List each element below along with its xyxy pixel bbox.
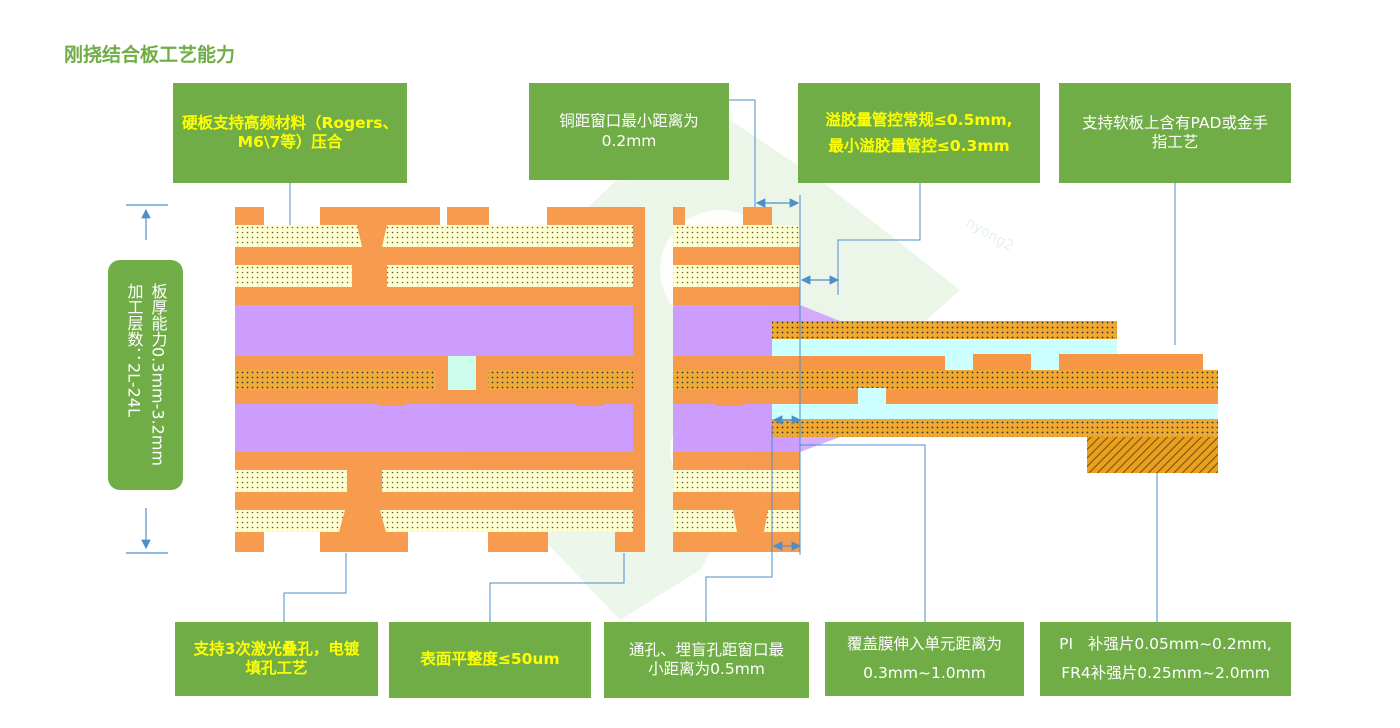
callout-line: 指工艺 xyxy=(1151,133,1199,151)
callout-stiffener-thickness: PI 补强片0.05mm~0.2mm, FR4补强片0.25mm~2.0mm xyxy=(1040,622,1291,696)
callout-copper-window-distance: 铜距窗口最小距离为 0.2mm xyxy=(529,83,729,180)
callout-line: 最小溢胶量管控≤0.3mm xyxy=(828,137,1010,155)
callout-line: 0.3mm~1.0mm xyxy=(863,664,986,682)
callout-line: FR4补强片0.25mm~2.0mm xyxy=(1061,664,1270,682)
callout-line: 溢胶量管控常规≤0.5mm, xyxy=(825,110,1013,129)
callout-line: 支持3次激光叠孔，电镀 xyxy=(193,639,360,658)
callout-line: 小距离为0.5mm xyxy=(648,660,765,678)
callout-glue-squeeze-out: 溢胶量管控常规≤0.5mm, 最小溢胶量管控≤0.3mm xyxy=(798,83,1040,183)
layer-count-text: 加工层数：2L-24L xyxy=(124,283,144,418)
callout-hole-window-distance: 通孔、埋盲孔距窗口最 小距离为0.5mm xyxy=(604,622,809,698)
callout-surface-flatness: 表面平整度≤50um xyxy=(389,622,591,698)
callout-coverlay-extension: 覆盖膜伸入单元距离为 0.3mm~1.0mm xyxy=(825,622,1024,696)
callout-line: 铜距窗口最小距离为 xyxy=(559,112,699,131)
rigid-right xyxy=(673,207,800,552)
thickness-text: 板厚能力0.3mm-3.2mm xyxy=(148,283,168,467)
watermark-text: nyong2 xyxy=(963,215,1016,255)
dimension-arrows xyxy=(755,198,840,551)
callout-line: 0.2mm xyxy=(601,131,657,150)
flex-section xyxy=(772,305,1218,473)
callout-line: M6\7等）压合 xyxy=(237,133,343,151)
callout-line: 覆盖膜伸入单元距离为 xyxy=(846,634,1002,653)
thickness-arrows xyxy=(126,204,168,554)
callout-line: 硬板支持高频材料（Rogers、 xyxy=(181,113,399,132)
callout-line: 通孔、埋盲孔距窗口最 xyxy=(628,640,784,659)
callout-line: 填孔工艺 xyxy=(245,659,308,677)
leader-lines xyxy=(283,99,1176,622)
rigid-left xyxy=(235,207,645,552)
callout-line: PI 补强片0.05mm~0.2mm, xyxy=(1059,634,1272,653)
page-title: 刚挠结合板工艺能力 xyxy=(64,44,236,66)
callout-line: 表面平整度≤50um xyxy=(420,650,560,669)
thickness-layer-label: 板厚能力0.3mm-3.2mm 加工层数：2L-24L xyxy=(108,260,183,490)
callout-flex-pad-gold-finger: 支持软板上含有PAD或金手 指工艺 xyxy=(1059,83,1291,183)
callout-laser-stacked-via: 支持3次激光叠孔，电镀 填孔工艺 xyxy=(175,622,378,696)
callout-line: 支持软板上含有PAD或金手 xyxy=(1082,113,1268,132)
callout-high-frequency-material: 硬板支持高频材料（Rogers、 M6\7等）压合 xyxy=(173,83,407,183)
